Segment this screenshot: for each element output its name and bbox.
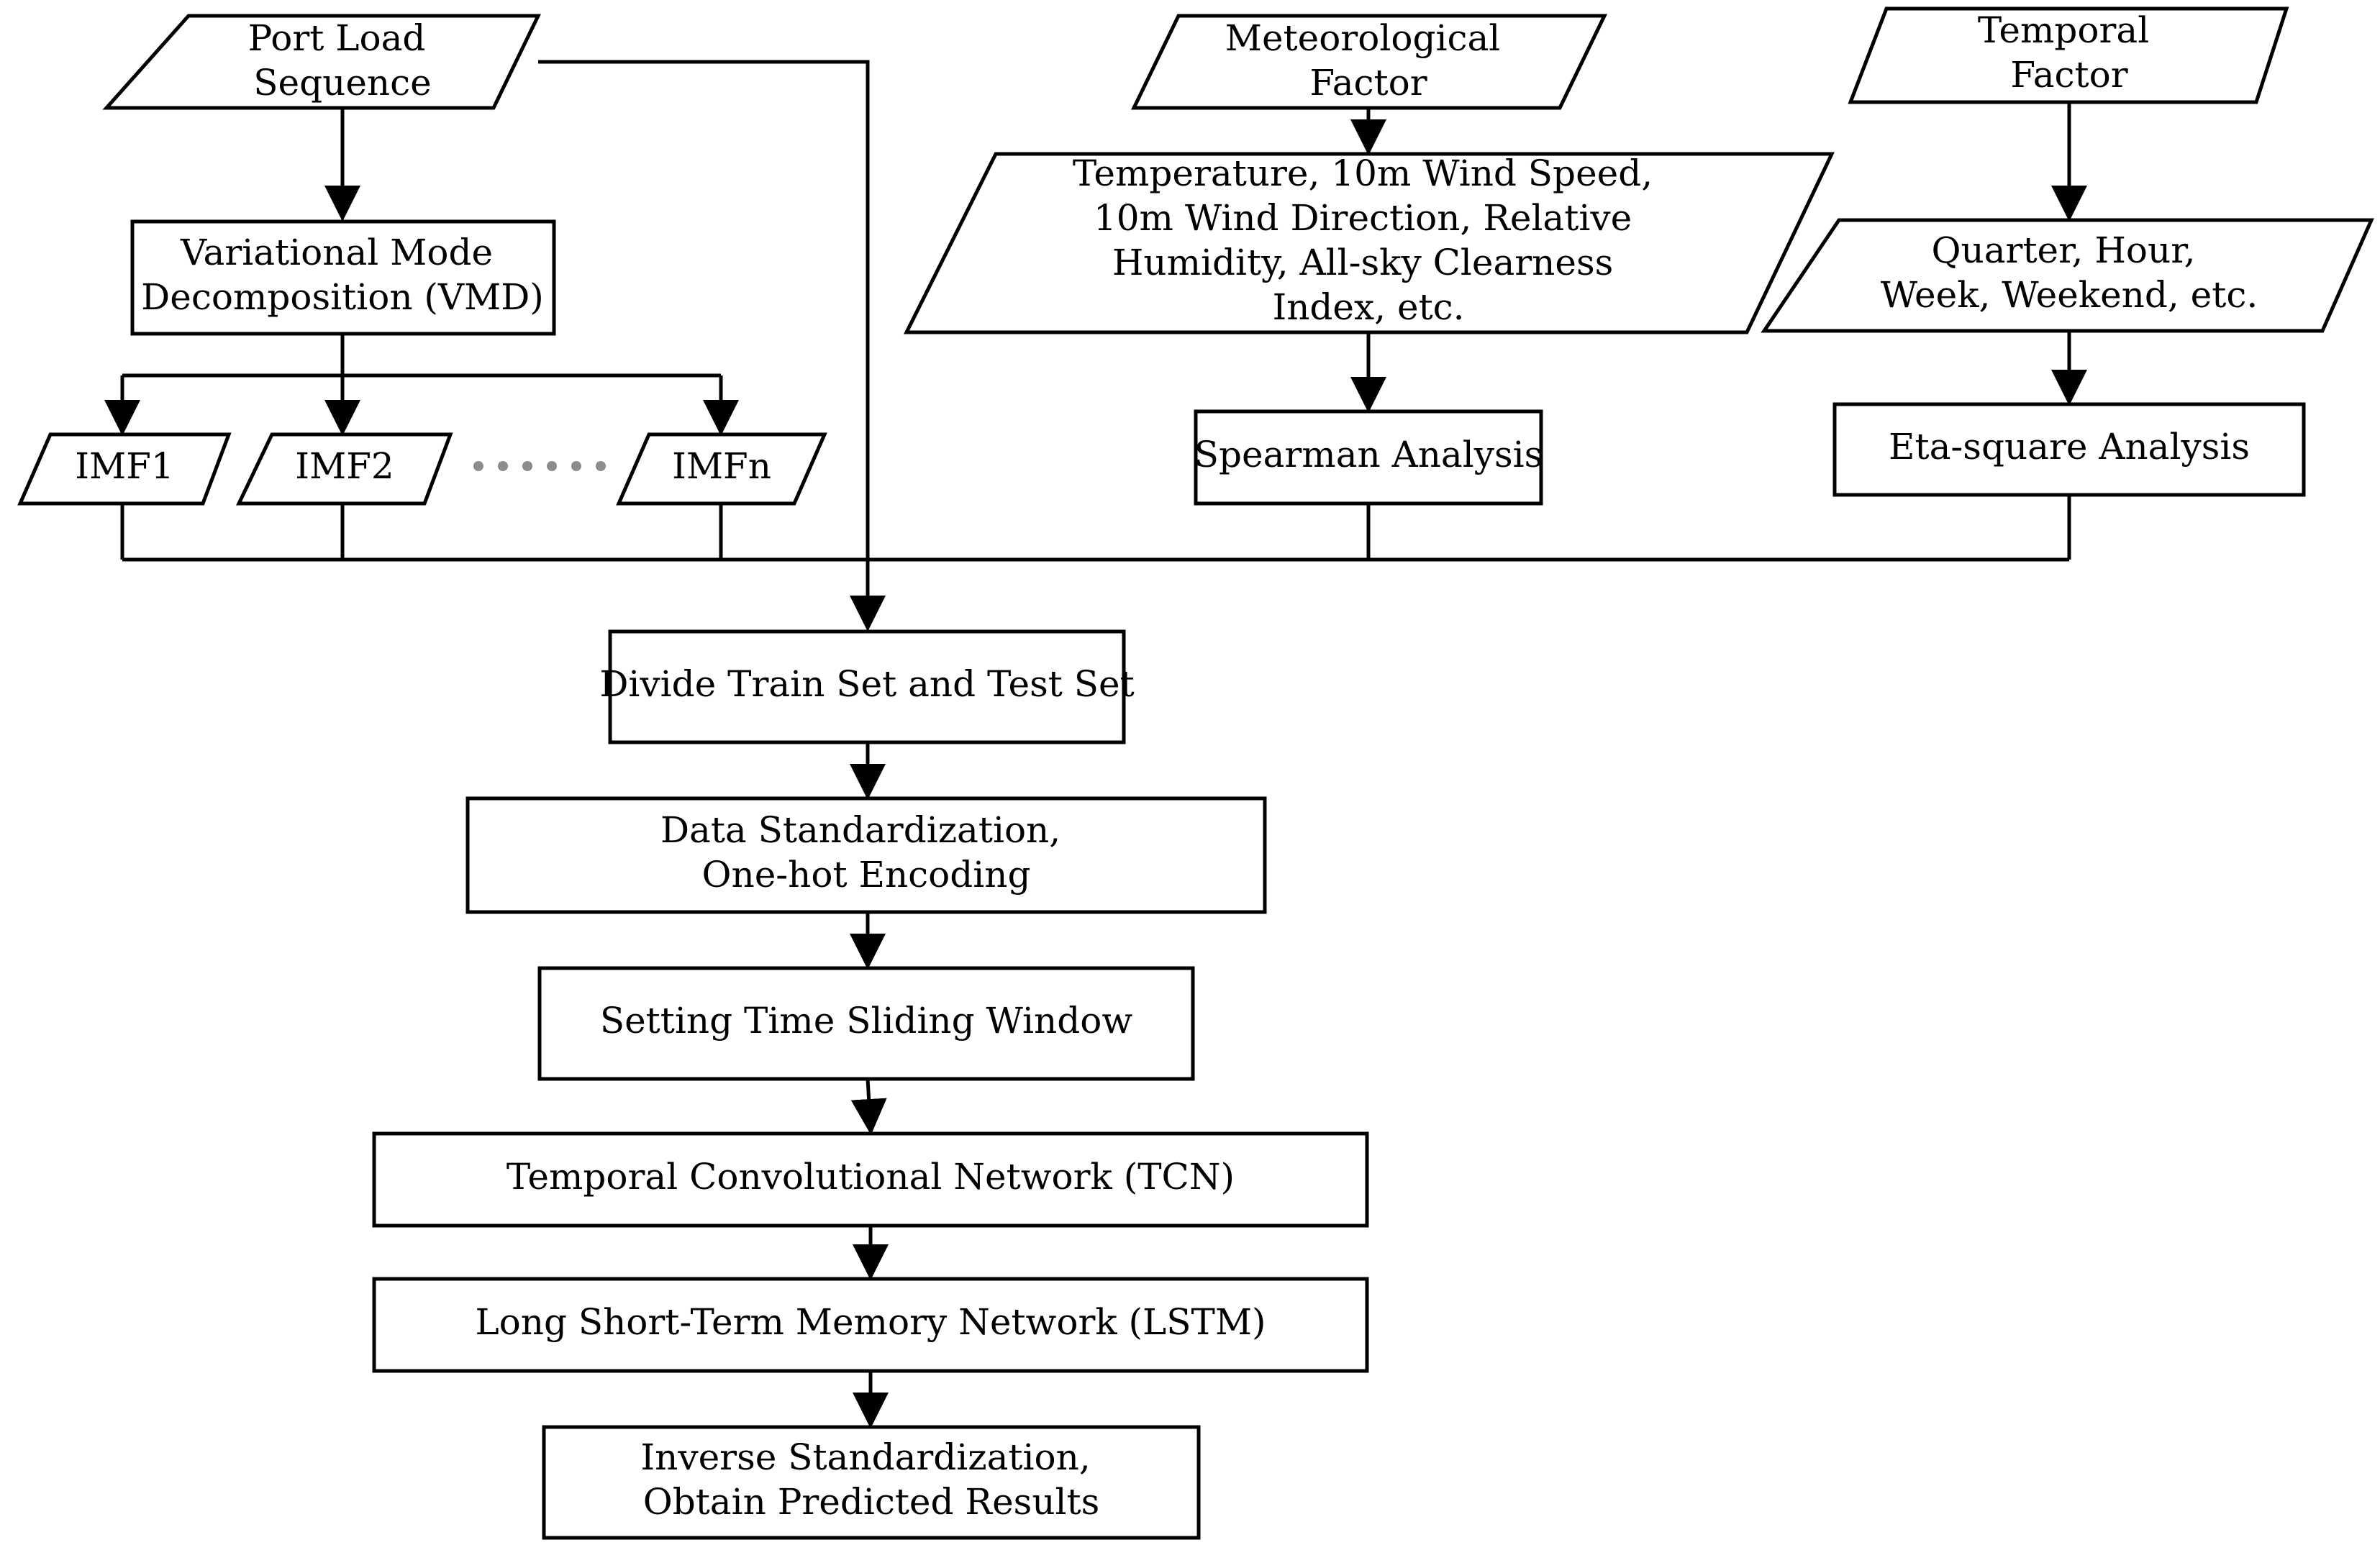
imf1-shape (17, 432, 232, 506)
standardize-label: Data Standardization, One-hot Encoding (660, 809, 1072, 895)
window-label: Setting Time Sliding Window (600, 1000, 1133, 1042)
spearman-label: Spearman Analysis (1194, 434, 1543, 475)
port-load-input-shape (102, 14, 541, 110)
time-vars-label: Quarter, Hour, Week, Weekend, etc. (1881, 229, 2258, 316)
vmd-box (130, 219, 556, 336)
tcn-box (372, 1131, 1369, 1228)
meteorological-input-shape (1131, 14, 1607, 110)
tcn-label: Temporal Convolutional Network (TCN) (507, 1156, 1235, 1198)
imf2-label: IMF2 (295, 445, 394, 487)
temporal-input-shape (1848, 6, 2289, 104)
inverse-box (542, 1425, 1201, 1540)
arrow-window-to-tcn (850, 1078, 887, 1135)
eta-box (1832, 402, 2306, 497)
arrow-port-to-divide (538, 60, 886, 632)
eta-label: Eta-square Analysis (1889, 426, 2250, 468)
port-load-label: Port Load Sequence (248, 17, 437, 104)
divide-box (608, 629, 1126, 744)
imf2-shape (236, 432, 453, 506)
ellipsis-dots (473, 461, 606, 471)
imf1-label: IMF1 (75, 445, 173, 487)
meteorological-label: Meteorological Factor (1225, 17, 1512, 104)
spearman-box (1194, 409, 1543, 506)
standardize-box (465, 796, 1267, 914)
met-vars-label: Temperature, 10m Wind Speed, 10m Wind Di… (1073, 152, 1664, 328)
lstm-box (372, 1277, 1369, 1373)
divide-label: Divide Train Set and Test Set (599, 663, 1134, 705)
lstm-label: Long Short-Term Memory Network (LSTM) (475, 1301, 1266, 1343)
inverse-label: Inverse Standardization, Obtain Predicte… (640, 1436, 1102, 1523)
temporal-label: Temporal Factor (1978, 9, 2161, 96)
vmd-label: Variational Mode Decomposition (VMD) (141, 232, 544, 318)
met-vars-shape (903, 152, 1835, 334)
imfn-label: IMFn (672, 445, 771, 487)
imfn-shape (616, 432, 827, 506)
time-vars-shape (1761, 218, 2374, 333)
